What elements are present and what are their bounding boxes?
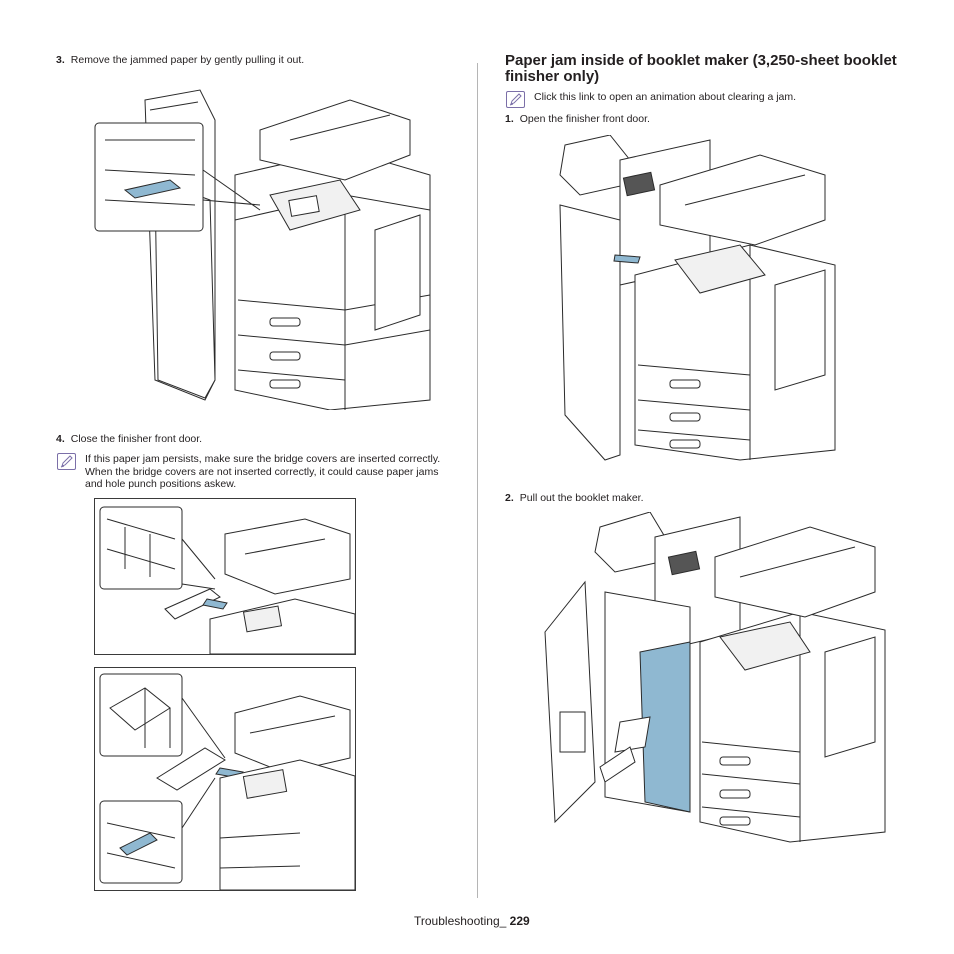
step-3-number: 3. <box>56 54 65 66</box>
note-pencil-icon <box>57 453 76 470</box>
step-4-text: Close the finisher front door. <box>70 433 203 445</box>
step-3: 3. Remove the jammed paper by gently pull… <box>56 54 456 67</box>
illustration-open-door <box>540 135 840 465</box>
page-number: 229 <box>509 914 530 928</box>
step-4: 4. Close the finisher front door. <box>56 433 456 446</box>
note-bridge-covers: If this paper jam persists, make sure th… <box>85 453 441 490</box>
page-footer: Troubleshooting_ 229 <box>414 914 530 928</box>
step-1: 1. Open the finisher front door. <box>505 113 905 126</box>
step-3-text: Remove the jammed paper by gently pullin… <box>70 54 305 66</box>
animation-link[interactable]: Click this link to open an animation abo… <box>534 91 797 103</box>
step-2: 2. Pull out the booklet maker. <box>505 492 905 505</box>
step-2-number: 2. <box>505 492 514 504</box>
step-4-number: 4. <box>56 433 65 445</box>
illustration-remove-paper <box>90 80 450 410</box>
step-2-text: Pull out the booklet maker. <box>519 492 644 504</box>
footer-label: Troubleshooting_ <box>414 914 507 928</box>
note-pencil-icon <box>506 91 525 108</box>
column-divider <box>477 63 478 898</box>
step-1-text: Open the finisher front door. <box>519 113 650 125</box>
section-heading: Paper jam inside of booklet maker (3,250… <box>505 52 897 85</box>
illustration-bridge-cover-2 <box>94 667 356 891</box>
illustration-pull-booklet-maker <box>540 512 890 847</box>
step-1-number: 1. <box>505 113 514 125</box>
illustration-bridge-cover-1 <box>94 498 356 655</box>
